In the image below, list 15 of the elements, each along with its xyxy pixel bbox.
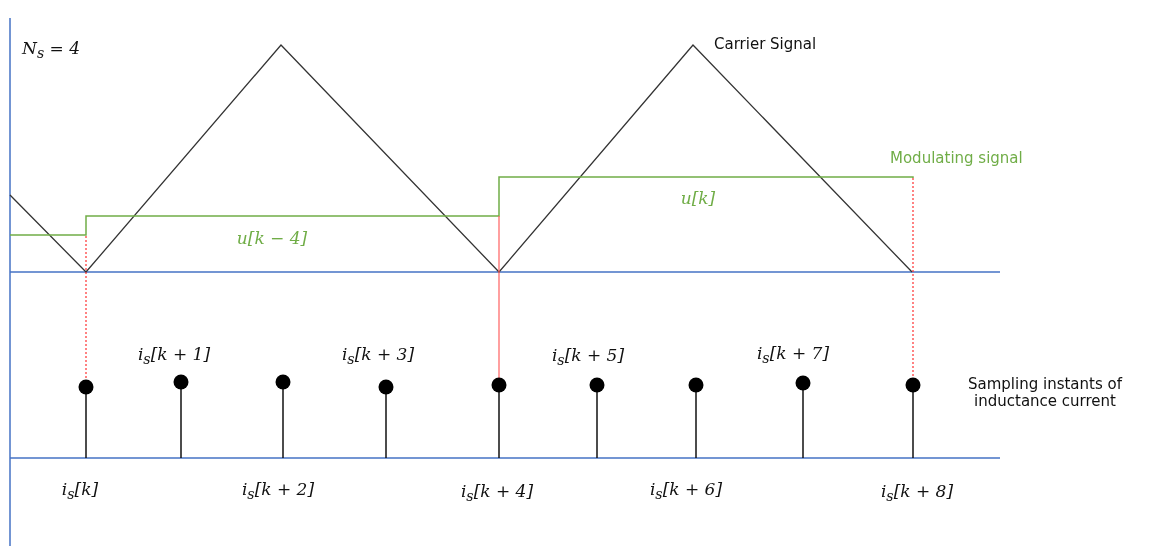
signal-value-label: u[k − 4] <box>236 229 308 249</box>
sample-label: i$_{s}$[k + 8] <box>880 481 954 505</box>
sample-label: i$_{s}$[k + 4] <box>460 481 534 505</box>
sample-label: i$_{s}$[k + 6] <box>649 479 723 503</box>
signal-value-label: u[k] <box>680 189 716 209</box>
carrier-signal-label: Carrier Signal <box>714 36 817 54</box>
sample-label: i$_{s}$[k] <box>61 479 99 503</box>
sample-label: i$_{s}$[k + 2] <box>241 479 315 503</box>
sampling-instants-label: Sampling instants of inductance current <box>967 375 1124 411</box>
sample-label: i$_{s}$[k + 7] <box>756 343 830 367</box>
sample-label: i$_{s}$[k + 1] <box>137 344 211 368</box>
parameter-label: N$_{s}$ = 4 <box>22 38 80 62</box>
sample-label: i$_{s}$[k + 5] <box>551 345 625 369</box>
modulating-signal-label: Modulating signal <box>890 150 1023 168</box>
sample-label: i$_{s}$[k + 3] <box>341 344 415 368</box>
